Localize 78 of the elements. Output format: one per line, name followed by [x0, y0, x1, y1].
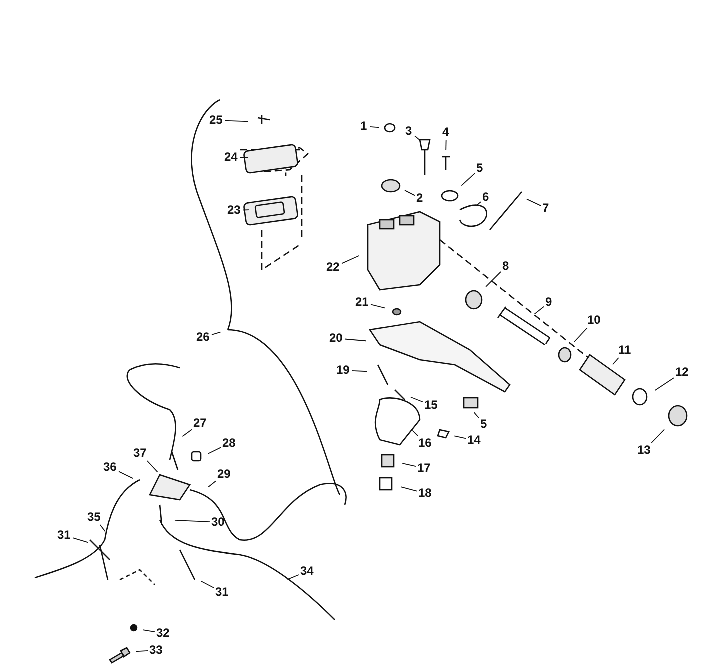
callout-number: 7 [542, 202, 550, 214]
leader-line [446, 140, 447, 150]
callout-number: 9 [544, 296, 554, 308]
callout-number: 22 [326, 260, 341, 274]
callout-number: 31 [214, 586, 230, 598]
callout-number: 5 [480, 418, 488, 430]
leader-line [287, 574, 300, 580]
leader-line [476, 202, 482, 206]
leader-line [651, 429, 666, 444]
leader-line [208, 480, 216, 488]
callout-number: 5 [476, 162, 484, 174]
callout-number: 11 [618, 344, 632, 356]
leader-line [352, 370, 368, 372]
callout-number: 35 [86, 510, 102, 524]
callout-number: 20 [328, 332, 344, 344]
leader-line [414, 136, 420, 140]
callout-number: 24 [224, 150, 239, 164]
leader-line [412, 430, 418, 436]
callout-number: 8 [502, 260, 510, 272]
callout-number: 16 [418, 436, 433, 450]
leader-line [486, 272, 502, 288]
callout-number: 23 [226, 204, 242, 216]
callout-number: 26 [196, 330, 211, 344]
callout-number: 21 [354, 296, 370, 308]
leader-line [454, 436, 466, 440]
leader-line [212, 332, 222, 336]
callout-number: 10 [586, 314, 602, 326]
callout-number: 14 [466, 434, 482, 446]
callout-number: 4 [442, 126, 450, 138]
leader-line [534, 306, 544, 315]
leader-line [654, 378, 674, 391]
callout-number: 13 [636, 444, 652, 456]
leader-line [200, 580, 214, 588]
callout-number: 17 [416, 462, 432, 474]
callout-number: 36 [102, 460, 118, 474]
callout-number: 33 [148, 644, 164, 656]
callout-number: 28 [222, 436, 237, 450]
callout-number: 6 [482, 190, 490, 204]
callout-number: 12 [674, 366, 690, 378]
callout-number: 1 [360, 120, 368, 132]
callout-number: 31 [56, 528, 72, 542]
leader-line [100, 524, 106, 532]
callout-number: 3 [404, 124, 414, 138]
leader-line [344, 338, 366, 342]
callout-number: 19 [336, 364, 351, 376]
callout-number: 25 [208, 114, 224, 126]
leader-line [146, 460, 158, 473]
leader-line [474, 412, 480, 419]
leader-line [402, 463, 416, 467]
leader-line [612, 358, 620, 366]
callout-number: 32 [156, 626, 171, 640]
leader-line [208, 447, 222, 454]
leader-line [136, 650, 148, 652]
leader-line [342, 255, 360, 264]
callout-number: 37 [132, 446, 148, 460]
leader-line [142, 630, 156, 632]
leader-line [174, 520, 210, 523]
leader-line [242, 210, 250, 211]
leader-line [370, 126, 380, 128]
callout-number: 34 [300, 564, 315, 578]
leader-line [182, 429, 192, 438]
leader-line [240, 157, 248, 158]
leader-line [410, 396, 424, 403]
leader-line [118, 471, 134, 479]
leader-line [404, 190, 416, 196]
leader-line [526, 198, 542, 206]
callout-number: 30 [210, 516, 226, 528]
callout-number: 18 [418, 486, 433, 500]
leader-line [224, 120, 248, 122]
leader-line [461, 173, 476, 186]
callout-number: 27 [192, 416, 208, 430]
callout-number: 29 [216, 468, 232, 480]
leader-line [400, 486, 418, 492]
callout-number: 15 [424, 398, 439, 412]
leader-line [370, 304, 386, 309]
leader-line [574, 328, 588, 342]
leader-line [72, 538, 89, 544]
callout-number: 2 [416, 192, 424, 204]
